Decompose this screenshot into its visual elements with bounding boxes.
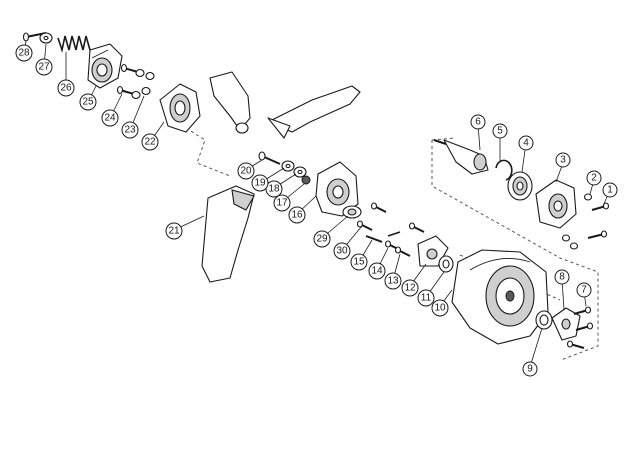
screw-part-20 [258,151,281,165]
callout-25: 25 [79,93,97,111]
screw-washer-part-24 [116,63,145,100]
callout-label: 17 [276,198,288,209]
trigger-lever [267,85,361,139]
washer-part-27 [39,32,53,44]
callout-label: 28 [18,48,30,59]
callout-label: 7 [581,285,587,296]
callout-21: 21 [165,222,183,240]
callout-label: 20 [240,166,252,177]
collar-part-22 [159,83,201,133]
callout-10: 10 [431,299,449,317]
callout-15: 15 [350,253,368,271]
shaft-part-6 [433,139,489,175]
callout-label: 10 [434,303,446,314]
callout-label: 8 [559,272,565,283]
screws-part-30 [356,202,387,231]
callout-3: 3 [555,152,571,168]
callout-label: 30 [336,246,348,257]
callout-9: 9 [522,361,538,377]
callout-label: 15 [353,257,365,268]
grip-part-21 [201,185,255,283]
cap-part-25 [87,43,123,89]
callout-label: 22 [144,137,156,148]
callout-label: 29 [316,234,328,245]
circlip-part-5 [495,159,513,181]
callout-20: 20 [237,162,255,180]
main-housing-part-10 [451,249,549,345]
callout-27: 27 [35,58,53,76]
callout-label: 25 [82,97,94,108]
callout-8: 8 [554,269,570,285]
callout-19: 19 [251,174,269,192]
callout-label: 4 [523,138,529,149]
ring-part-11 [438,255,454,273]
end-cap-part-3 [535,179,577,229]
seal-part-9 [535,310,553,330]
callout-label: 14 [371,266,383,277]
side-handle [209,71,251,134]
screws-part-7 [566,306,594,349]
callout-6: 6 [470,114,486,130]
callout-24: 24 [101,109,119,127]
callout-label: 2 [591,173,597,184]
callout-18: 18 [265,180,283,198]
callout-7: 7 [576,282,592,298]
callout-29: 29 [313,230,331,248]
callout-16: 16 [288,206,306,224]
washer-part-19 [281,160,295,172]
callout-5: 5 [492,123,508,139]
washer-part-23 [141,71,155,96]
callout-label: 18 [268,184,280,195]
callout-4: 4 [518,135,534,151]
callout-13: 13 [384,272,402,290]
callout-2: 2 [586,170,602,186]
callout-label: 6 [475,117,481,128]
callout-11: 11 [417,289,435,307]
callout-label: 27 [38,62,50,73]
screws-part-1 [587,202,610,239]
callout-label: 26 [60,83,72,94]
callout-label: 23 [124,125,136,136]
callout-label: 24 [104,113,116,124]
callout-12: 12 [401,279,419,297]
housing-part-16 [315,161,359,217]
callout-label: 13 [387,276,399,287]
pin-part-15 [365,231,401,243]
bearing-part-4 [507,171,533,201]
callout-23: 23 [121,121,139,139]
callout-label: 1 [607,185,613,196]
callout-26: 26 [57,79,75,97]
callout-28: 28 [15,44,33,62]
washer-part-18 [293,166,307,178]
washers-part-2 [561,193,593,250]
callout-14: 14 [368,262,386,280]
callout-label: 5 [497,126,503,137]
callout-label: 21 [168,226,180,237]
callout-label: 16 [291,210,303,221]
callout-22: 22 [141,133,159,151]
spring-part-26 [57,35,91,54]
callout-30: 30 [333,242,351,260]
callout-label: 19 [254,178,266,189]
callout-label: 9 [527,364,533,375]
callout-1: 1 [602,182,618,198]
callout-label: 11 [421,293,432,304]
callout-label: 12 [404,283,416,294]
screw-part-13 [394,222,425,257]
nut-part-17 [301,175,311,185]
screw-part-28 [22,32,47,42]
callout-label: 3 [560,155,566,166]
cover-plate-part-8 [551,307,581,341]
callout-17: 17 [273,194,291,212]
plate-part-29 [342,205,362,219]
